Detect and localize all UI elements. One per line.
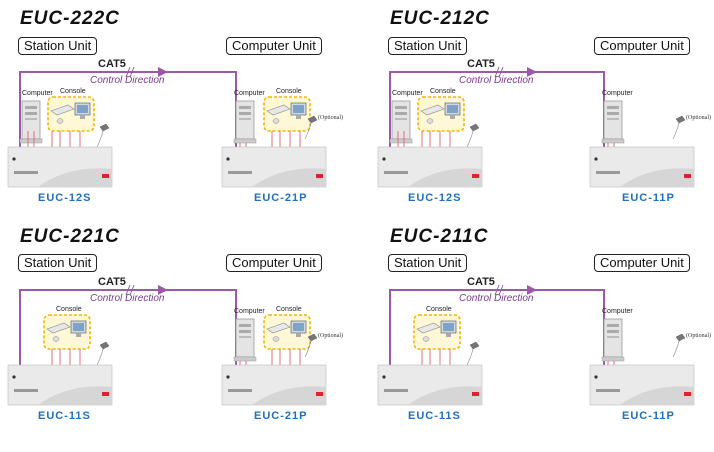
station-console-label: Console xyxy=(426,306,452,313)
computer-unit-device xyxy=(221,364,327,406)
computer-unit-label: Computer Unit xyxy=(594,37,690,55)
station-unit-name: EUC-12S xyxy=(408,192,462,204)
model-title: EUC-221C xyxy=(20,226,120,247)
cable-label: CAT5 xyxy=(467,58,495,70)
station-unit-device xyxy=(7,364,113,406)
station-console-icon xyxy=(47,96,95,132)
remote-computer-icon xyxy=(601,100,625,144)
cable-label: CAT5 xyxy=(467,276,495,288)
station-unit-name: EUC-11S xyxy=(38,410,91,422)
station-computer-label: Computer xyxy=(22,90,53,97)
station-unit-label: Station Unit xyxy=(18,254,98,272)
direction-label: Control Direction xyxy=(90,75,165,86)
station-computer-label: Computer xyxy=(392,90,423,97)
model-title: EUC-212C xyxy=(390,8,490,29)
direction-arrow xyxy=(158,67,168,77)
optional-label: (Optional) xyxy=(686,115,711,121)
diagram-graphics xyxy=(377,284,695,406)
cable-label: CAT5 xyxy=(98,58,126,70)
direction-label: Control Direction xyxy=(459,293,534,304)
station-unit-label: Station Unit xyxy=(18,37,98,55)
direction-label: Control Direction xyxy=(90,293,165,304)
remote-computer-label: Computer xyxy=(234,308,265,315)
remote-console-label: Console xyxy=(276,88,302,95)
remote-computer-icon xyxy=(601,318,625,362)
remote-optional-device-icon xyxy=(672,333,686,358)
computer-unit-name: EUC-21P xyxy=(254,192,308,204)
remote-console-icon xyxy=(263,96,311,132)
computer-unit-device xyxy=(589,146,695,188)
optional-label: (Optional) xyxy=(318,333,343,339)
direction-arrow xyxy=(158,285,168,295)
station-computer-icon xyxy=(389,100,413,144)
station-unit-label: Station Unit xyxy=(388,254,468,272)
remote-computer-label: Computer xyxy=(602,308,633,315)
station-unit-device xyxy=(7,146,113,188)
computer-unit-name: EUC-11P xyxy=(622,410,675,422)
cable-label: CAT5 xyxy=(98,276,126,288)
optional-label: (Optional) xyxy=(686,333,711,339)
optional-label: (Optional) xyxy=(318,115,343,121)
remote-optional-device-icon xyxy=(304,115,318,140)
remote-computer-icon xyxy=(233,318,257,362)
computer-unit-name: EUC-11P xyxy=(622,192,675,204)
remote-optional-device-icon xyxy=(304,333,318,358)
diagram-graphics xyxy=(377,66,695,188)
station-unit-name: EUC-12S xyxy=(38,192,92,204)
remote-console-icon xyxy=(263,314,311,350)
direction-arrow xyxy=(527,67,537,77)
station-console-icon xyxy=(43,314,91,350)
computer-unit-device xyxy=(589,364,695,406)
station-optional-device-icon xyxy=(96,341,110,366)
computer-unit-label: Computer Unit xyxy=(226,37,322,55)
direction-arrow xyxy=(527,285,537,295)
model-title: EUC-211C xyxy=(390,226,489,247)
computer-unit-label: Computer Unit xyxy=(226,254,322,272)
station-console-icon xyxy=(417,96,465,132)
computer-unit-device xyxy=(221,146,327,188)
station-computer-icon xyxy=(19,100,43,144)
computer-unit-label: Computer Unit xyxy=(594,254,690,272)
station-unit-name: EUC-11S xyxy=(408,410,461,422)
station-console-label: Console xyxy=(56,306,82,313)
station-unit-device xyxy=(377,364,483,406)
diagram-graphics xyxy=(7,66,327,188)
model-title: EUC-222C xyxy=(20,8,120,29)
station-unit-device xyxy=(377,146,483,188)
station-optional-device-icon xyxy=(96,123,110,148)
remote-computer-icon xyxy=(233,100,257,144)
computer-unit-name: EUC-21P xyxy=(254,410,308,422)
remote-computer-label: Computer xyxy=(602,90,633,97)
station-console-label: Console xyxy=(430,88,456,95)
diagram-graphics xyxy=(7,284,327,406)
station-unit-label: Station Unit xyxy=(388,37,468,55)
remote-console-label: Console xyxy=(276,306,302,313)
remote-computer-label: Computer xyxy=(234,90,265,97)
direction-label: Control Direction xyxy=(459,75,534,86)
station-optional-device-icon xyxy=(466,123,480,148)
station-optional-device-icon xyxy=(466,341,480,366)
remote-optional-device-icon xyxy=(672,115,686,140)
station-console-label: Console xyxy=(60,88,86,95)
station-console-icon xyxy=(413,314,461,350)
